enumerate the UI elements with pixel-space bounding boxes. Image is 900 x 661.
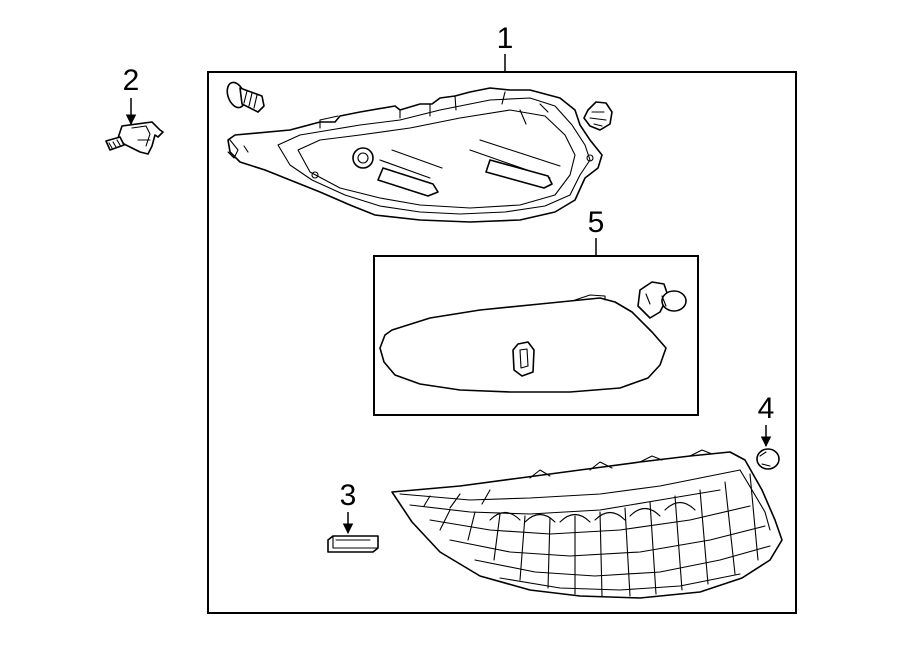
- callout-4-label: 4: [758, 392, 775, 425]
- grommet-part[interactable]: [583, 101, 613, 131]
- lamp-housing-part[interactable]: [227, 87, 603, 223]
- callout-1-label: 1: [497, 22, 514, 55]
- tail-lamp-lens-part[interactable]: [391, 449, 783, 599]
- bulb-socket-part[interactable]: [105, 121, 164, 155]
- reflector-part[interactable]: [379, 281, 687, 393]
- assembly-frame: [207, 71, 797, 614]
- clip-part[interactable]: [327, 535, 379, 553]
- cap-part[interactable]: [756, 448, 780, 470]
- callout-1[interactable]: 1: [497, 22, 514, 72]
- callout-4[interactable]: 4: [758, 392, 775, 448]
- callout-2-label: 2: [123, 64, 140, 97]
- callout-2[interactable]: 2: [123, 64, 140, 126]
- screw-part[interactable]: [224, 80, 265, 113]
- callout-3-label: 3: [340, 479, 357, 512]
- callout-5[interactable]: 5: [588, 206, 605, 256]
- reflector-subframe: [373, 255, 699, 416]
- callout-3[interactable]: 3: [340, 479, 357, 535]
- callout-5-label: 5: [588, 206, 605, 239]
